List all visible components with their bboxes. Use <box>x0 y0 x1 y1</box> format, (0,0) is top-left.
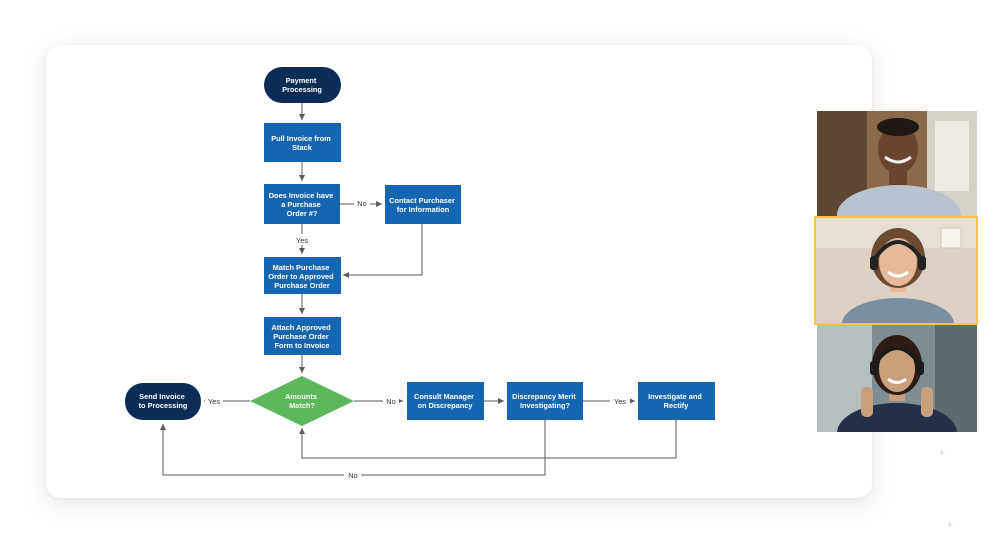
svg-text:Does Invoice have a Purc: Does Invoice have a Purchase Order #? <box>269 191 336 218</box>
node-line: Send Invoice <box>139 392 185 401</box>
node-line: Purchase Order <box>273 332 329 341</box>
node-line: Investigate and <box>648 392 702 401</box>
node-line: on Discrepancy <box>417 401 473 410</box>
node-line: Order to Approved <box>268 272 334 281</box>
node-line: Investigating? <box>520 401 571 410</box>
edge-discrepancy-no-to-send <box>160 420 546 476</box>
node-send-invoice: Send Invoice to Processing <box>125 383 201 420</box>
node-match-po: Match Purchase Order to Approved Purchas… <box>264 257 341 294</box>
node-line: for Information <box>397 205 450 214</box>
node-line: Discrepancy Merit <box>512 392 576 401</box>
edge-label-no-contact: No <box>357 199 366 208</box>
node-attach-approved: Attach Approved Purchase Order Form to I… <box>264 317 341 355</box>
node-line: to Processing <box>139 401 188 410</box>
node-pull-invoice: Pull Invoice from Stack <box>264 123 341 162</box>
svg-text:Payment Processing: Payment Processing <box>282 76 322 94</box>
svg-text:Contact Purchaser for In: Contact Purchaser for Information <box>389 196 457 214</box>
shirt <box>842 298 954 323</box>
node-does-invoice-have-po: Does Invoice have a Purchase Order #? <box>264 184 340 224</box>
node-line: Purchase Order <box>274 281 330 290</box>
node-line: Does Invoice have <box>269 191 334 200</box>
node-amounts-match: Amounts Match? <box>250 376 354 426</box>
video-tile-participant-2 <box>814 216 978 325</box>
participant-avatar <box>817 111 977 217</box>
participant-avatar <box>816 218 976 323</box>
participant-avatar <box>817 325 977 432</box>
edge-label-yes-send: Yes <box>208 397 220 406</box>
node-line: Contact Purchaser <box>389 196 455 205</box>
shirt <box>837 185 961 217</box>
face <box>878 124 918 174</box>
node-contact-purchaser: Contact Purchaser for Information <box>385 185 461 224</box>
node-line: Payment <box>286 76 317 85</box>
edge-investigate-loop-back <box>299 420 677 459</box>
node-line: Order #? <box>287 209 318 218</box>
edge-label-yes-match: Yes <box>296 236 308 245</box>
node-line: Processing <box>282 85 322 94</box>
node-line: Pull Invoice from <box>271 134 331 143</box>
node-line: Consult Manager <box>414 392 474 401</box>
svg-text:Amounts Match?: Amounts Match? <box>285 392 319 410</box>
video-tile-participant-3 <box>817 325 977 432</box>
svg-text:Discrepancy Merit Invest: Discrepancy Merit Investigating? <box>512 392 578 410</box>
sparkle-icon: ✦ <box>946 520 954 530</box>
svg-text:Pull Invoice from Stack: Pull Invoice from Stack <box>271 134 333 152</box>
svg-text:Investigate and Rectify: Investigate and Rectify <box>648 392 704 410</box>
flowchart-card <box>46 45 872 498</box>
video-tile-participant-1 <box>817 111 977 217</box>
edge-label-no-bottom: No <box>348 471 357 480</box>
node-discrepancy-merit: Discrepancy Merit Investigating? <box>507 382 583 420</box>
svg-text:Match Purchase Order to: Match Purchase Order to Approved Purchas… <box>268 263 336 290</box>
sparkle-icon: ✦ <box>938 448 946 458</box>
edge-label-yes-investigate: Yes <box>614 397 626 406</box>
node-line: Match? <box>289 401 315 410</box>
svg-text:Attach Approved Purchase: Attach Approved Purchase Order Form to I… <box>271 323 332 350</box>
node-line: Stack <box>292 143 313 152</box>
node-line: Match Purchase <box>273 263 330 272</box>
node-line: a Purchase <box>281 200 320 209</box>
node-consult-manager: Consult Manager on Discrepancy <box>407 382 484 420</box>
node-payment-processing: Payment Processing <box>264 67 341 103</box>
svg-text:Consult Manager on Discr: Consult Manager on Discrepancy <box>414 392 476 410</box>
svg-text:Send Invoice to Processi: Send Invoice to Processing <box>139 392 188 410</box>
edge-contact-to-match <box>343 224 423 278</box>
edge-label-no-consult: No <box>386 397 395 406</box>
node-line: Form to Invoice <box>274 341 329 350</box>
node-line: Amounts <box>285 392 317 401</box>
node-investigate-rectify: Investigate and Rectify <box>638 382 715 420</box>
node-line: Attach Approved <box>271 323 331 332</box>
node-line: Rectify <box>664 401 690 410</box>
